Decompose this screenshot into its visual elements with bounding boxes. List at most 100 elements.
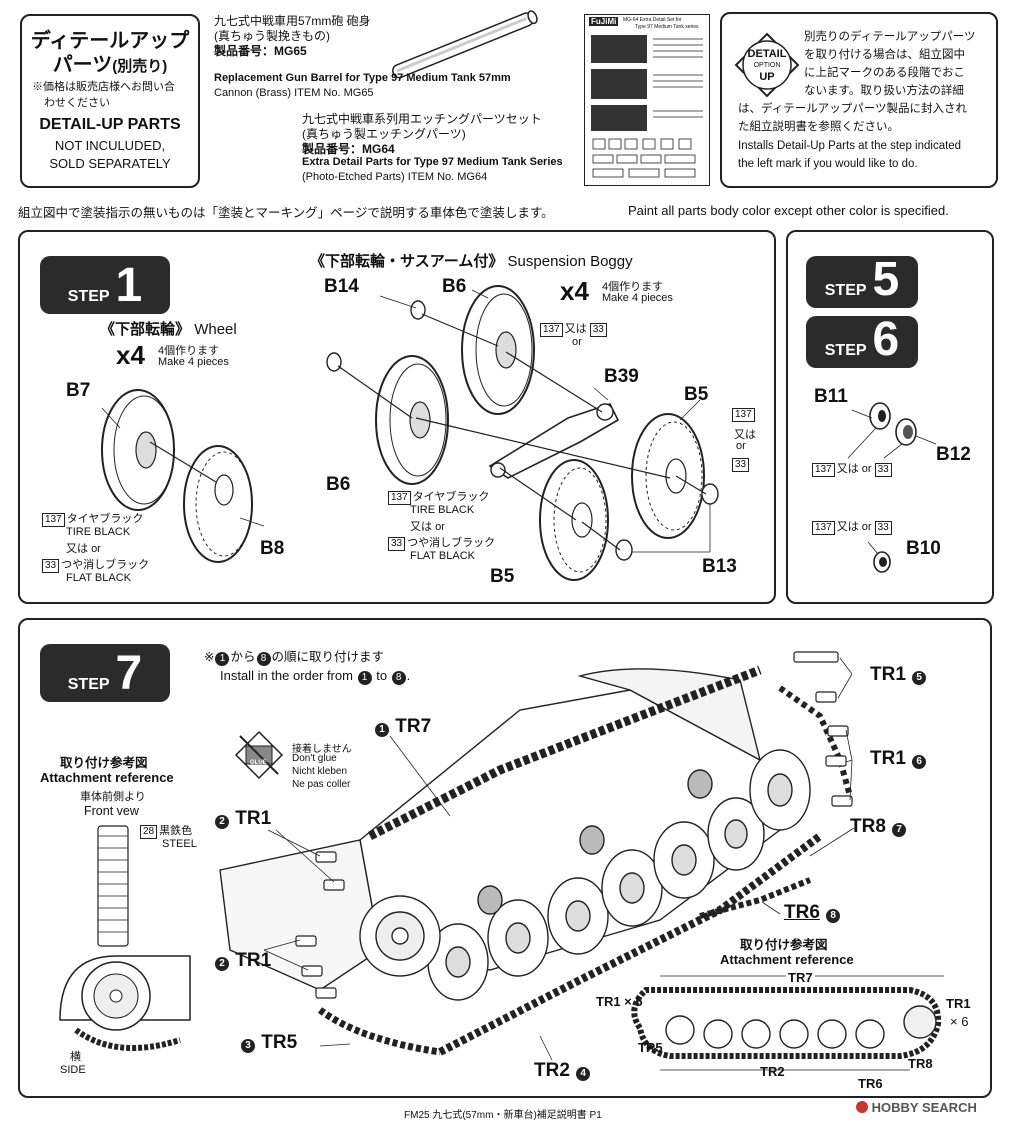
- wheel-b8-shape: [183, 445, 253, 563]
- detail-up-option-mark-icon: [734, 32, 800, 98]
- ref-tr7: TR7: [786, 970, 815, 985]
- paint-code-28: 28: [140, 825, 158, 839]
- or-jp-c: 又は: [564, 323, 587, 335]
- glue-label: GLUE: [250, 760, 267, 766]
- boggy-or: 又は or: [410, 518, 445, 534]
- step6-word: STEP: [824, 342, 867, 359]
- paint-code-33: 33: [42, 559, 60, 573]
- not-included-2: SOLD SEPARATELY: [49, 156, 171, 171]
- part-label-b8: B8: [260, 538, 285, 559]
- part-label-b11: B11: [814, 386, 848, 407]
- badge-up: UP: [759, 71, 775, 83]
- footer-text: FM25 九七式(57mm・新車台)補足説明書 P1: [404, 1110, 602, 1121]
- circle-8-icon-en: 8: [391, 671, 406, 685]
- mg65-item-no-jp: 製品番号：MG65: [214, 44, 307, 58]
- ref-x6: × 6: [950, 1014, 969, 1029]
- detail-title-jp-2: パーツ(別売り): [22, 48, 198, 77]
- or-en-e: or: [861, 463, 872, 475]
- detail-title-en: DETAIL-UP PARTS: [39, 116, 181, 133]
- tire-black-en-b: TIRE BLACK: [410, 504, 475, 516]
- or-en-d: or: [736, 440, 746, 452]
- mg64-en-2: (Photo-Etched Parts) ITEM No. MG64: [302, 171, 488, 183]
- mg64-jp-1: 九七式中戦車系列用エッチングパーツセット: [302, 112, 542, 126]
- paint-code-137-e: 137: [812, 463, 835, 477]
- part-label-b6-bottom: B6: [326, 474, 351, 495]
- wheel-b6-bottom-shape: [375, 355, 449, 485]
- order-1-icon: 1: [375, 723, 389, 737]
- part-label-b5-bottom: B5: [490, 566, 515, 587]
- sheet-parts-drawing: [591, 35, 703, 178]
- label-tr7-1: 1 TR7: [374, 716, 431, 738]
- attach-ref-jp: 取り付け参考図: [60, 756, 148, 770]
- part-label-b14: B14: [324, 276, 359, 297]
- wheel-b7-shape: [101, 389, 175, 511]
- label-tr8-7-text: TR8: [850, 816, 886, 837]
- mg65-jp-2: (真ちゅう製挽きもの): [214, 29, 330, 43]
- sheet-label-2: Type 97 Medium Tank series: [635, 24, 699, 30]
- paint-code-33-b: 33: [388, 537, 406, 551]
- paint-code-33-f: 33: [874, 521, 892, 535]
- part-label-b13: B13: [702, 556, 737, 577]
- flat-black-jp: つや消しブラック: [61, 559, 150, 571]
- option-jp-3: に上記マークのある段階でおこ: [804, 67, 965, 79]
- order-2a-icon: 2: [215, 815, 229, 829]
- label-tr1-2a-text: TR1: [235, 808, 272, 829]
- label-tr7-1-text: TR7: [395, 716, 432, 737]
- part-label-b5-right: B5: [684, 384, 709, 405]
- paint-code-33-d: 33: [732, 458, 750, 472]
- detail-up-box: ディテールアップ パーツ(別売り) ※価格は販売店様へお問い合 わせください D…: [20, 14, 200, 188]
- boggy-title: 《下部転輪・サスアーム付》 Suspension Boggy: [310, 250, 633, 271]
- circle-1-icon: 1: [215, 652, 230, 666]
- label-tr1-5-text: TR1: [870, 664, 906, 685]
- ref-tr5: TR5: [638, 1040, 663, 1055]
- glue-note-2: Don't glue: [292, 753, 337, 764]
- boggy-title-en: Suspension Boggy: [507, 253, 633, 270]
- label-tr6-8: TR6 8: [784, 902, 841, 924]
- label-tr1-2b-text: TR1: [235, 950, 272, 971]
- boggy-make-jp: 4個作ります: [602, 281, 664, 293]
- order-en-mid: to: [376, 668, 388, 683]
- step1-number: 1: [115, 259, 143, 312]
- sheet-brand: FuJiMi: [589, 17, 619, 26]
- order-en-post: .: [406, 668, 411, 683]
- attach-ref-en: Attachment reference: [40, 770, 174, 785]
- order-5-icon: 5: [912, 671, 927, 685]
- detail-title-jp-paren: (別売り): [112, 58, 168, 75]
- step7-word: STEP: [67, 676, 110, 693]
- order-jp-mid: から: [230, 650, 256, 664]
- label-tr1-2b: 2 TR1: [214, 950, 271, 972]
- ref-tr2: TR2: [760, 1064, 785, 1079]
- label-tr2-4-text: TR2: [534, 1060, 570, 1081]
- price-note-1: ※価格は販売店様へお問い合: [32, 81, 175, 93]
- glue-note-4: Ne pas coller: [292, 779, 351, 790]
- wheel-title: 《下部転輪》 Wheel: [100, 318, 237, 339]
- glue-note-3: Nicht kleben: [292, 766, 348, 777]
- tank-hull-shape: [219, 668, 791, 991]
- option-en-1: Installs Detail-Up Parts at the step ind…: [738, 140, 962, 152]
- or-jp-f: 又は: [836, 521, 859, 533]
- mg65-en-2: Cannon (Brass) ITEM No. MG65: [214, 87, 374, 99]
- or-en-c: or: [572, 336, 582, 348]
- boggy-right-paint-33: 33: [732, 458, 751, 472]
- wheel-b5-right-shape: [631, 413, 705, 539]
- sheet-label-1: MG-64 Extra Detail Set for: [623, 17, 682, 23]
- order-2b-icon: 2: [215, 957, 229, 971]
- steel-jp: 黒鉄色: [159, 825, 193, 837]
- boggy-x4: x4: [560, 276, 589, 306]
- boggy-title-jp: 《下部転輪・サスアーム付》: [310, 253, 504, 270]
- label-tr5-3: 3 TR5: [240, 1032, 297, 1054]
- wheel-or: 又は or: [66, 540, 101, 556]
- label-tr8-7: TR8 7: [850, 816, 907, 838]
- steel-en: STEEL: [162, 838, 197, 850]
- wheel-title-en: Wheel: [194, 321, 237, 338]
- front-jp: 車体前側より: [80, 791, 146, 803]
- price-note-2: わせください: [44, 97, 110, 109]
